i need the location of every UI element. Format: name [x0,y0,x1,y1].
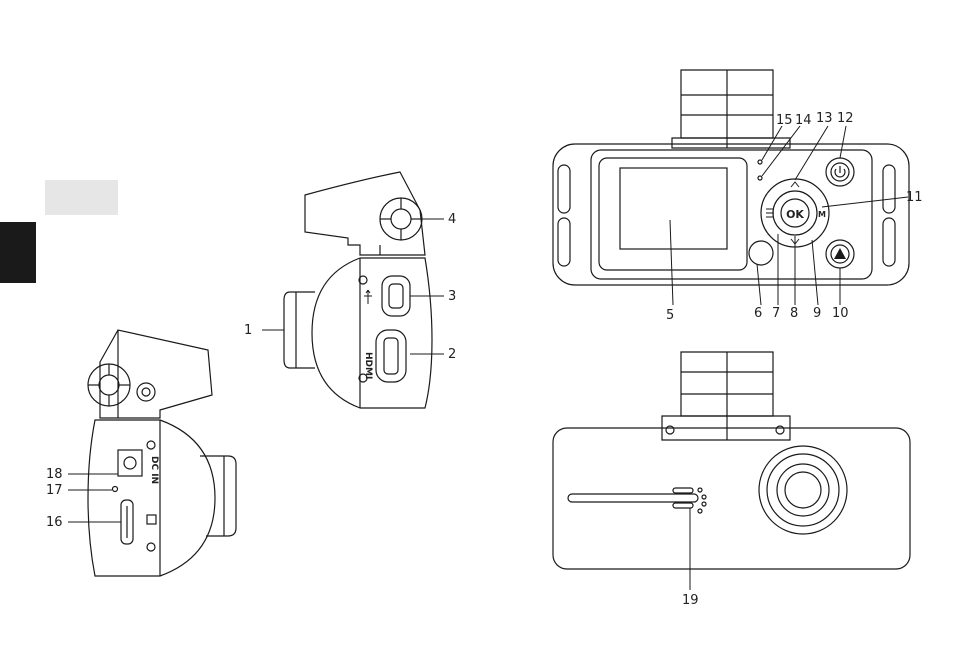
callout-13: 13 [816,111,833,126]
callout-18: 18 [46,467,63,482]
up-arrow-icon [791,182,799,187]
callout-1: 1 [244,323,252,338]
front-view [553,352,910,569]
callout-5: 5 [666,308,674,323]
callout-16: 16 [46,515,63,530]
side-view-hdmi [284,172,432,408]
callout-12: 12 [837,111,854,126]
side-view-dcin [88,330,236,576]
callout-2: 2 [448,347,456,362]
callout-10: 10 [832,306,849,321]
callout-3: 3 [448,289,456,304]
power-icon [835,166,845,177]
dc-in-label: DC IN [149,456,159,484]
callout-6: 6 [754,306,762,321]
sd-card-icon [147,515,156,524]
ok-button-label: OK [786,208,804,221]
callout-9: 9 [813,306,821,321]
warning-triangle-icon [834,248,846,259]
callout-7: 7 [772,306,780,321]
callout-17: 17 [46,483,63,498]
callout-19: 19 [682,593,699,608]
callout-15: 15 [776,113,793,128]
menu-button-label: M [818,210,826,219]
callout-8: 8 [790,306,798,321]
callout-14: 14 [795,113,812,128]
callout-11: 11 [906,190,923,205]
hdmi-label: HDMI [363,352,373,379]
rear-view [553,70,909,285]
usb-icon [364,290,372,304]
callout-4: 4 [448,212,456,227]
